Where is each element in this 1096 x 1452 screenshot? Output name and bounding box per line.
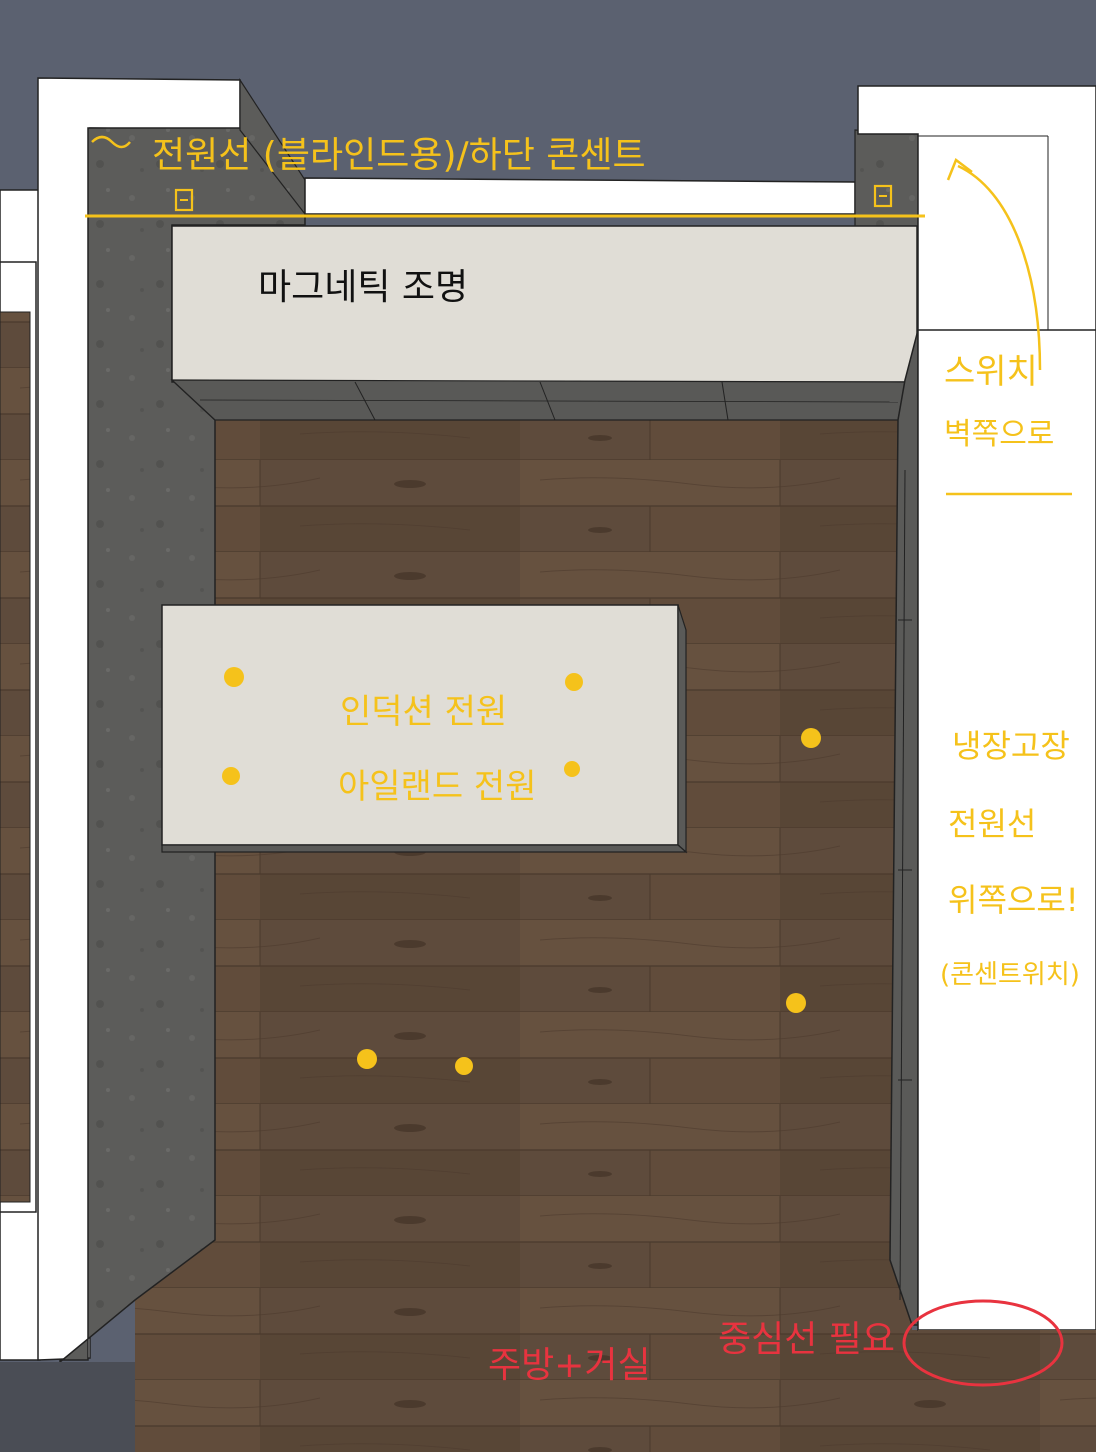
floor-power-dot [357, 1049, 377, 1069]
annotation-island-line1: 인덕션 전원 [340, 692, 508, 732]
annotation-kitchen-living: 주방+거실 [488, 1345, 651, 1386]
annotation-fridge-line4: (콘센트위치) [940, 960, 1080, 990]
annotation-magnetic-light: 마그네틱 조명 [258, 267, 469, 308]
top-white-sill [304, 177, 856, 215]
annotation-fridge-line2: 전원선 [948, 805, 1037, 843]
switch-arrow-icon [957, 164, 1042, 371]
bottom-left-dark [0, 1362, 135, 1452]
centerline-circle-icon [902, 1299, 1064, 1387]
floor-power-dot [455, 1057, 473, 1075]
kitchen-island-side [677, 604, 687, 854]
right-cabinet-column [889, 232, 919, 1326]
annotation-fridge-line3: 위쪽으로! [948, 881, 1079, 919]
tilde-mark [91, 135, 131, 149]
island-power-dot [564, 761, 580, 777]
annotation-switch-line1: 스위치 [944, 352, 1038, 392]
kitchen-island [161, 604, 679, 846]
top-counter [171, 225, 918, 383]
floor-power-dot [801, 728, 821, 748]
island-power-dot [222, 767, 240, 785]
island-power-dot [224, 667, 244, 687]
kitchen-island-front [161, 844, 688, 853]
annotation-centerline-needed: 중심선 필요 [718, 1319, 896, 1360]
bottom-right-floor [918, 1330, 1096, 1452]
annotation-switch-line2: 벽쪽으로 [944, 417, 1055, 452]
left-wood-strip [0, 311, 31, 1203]
annotation-fridge-line1: 냉장고장 [952, 727, 1070, 765]
outlet-icon-left [174, 188, 194, 212]
outlet-icon-right [873, 184, 893, 208]
switch-arrowhead-icon [946, 158, 973, 181]
floor-power-dot [786, 993, 806, 1013]
island-power-dot [565, 673, 583, 691]
annotation-top-outlet: 전원선 (블라인드용)/하단 콘센트 [152, 135, 646, 176]
annotation-island-line2: 아일랜드 전원 [338, 767, 537, 807]
